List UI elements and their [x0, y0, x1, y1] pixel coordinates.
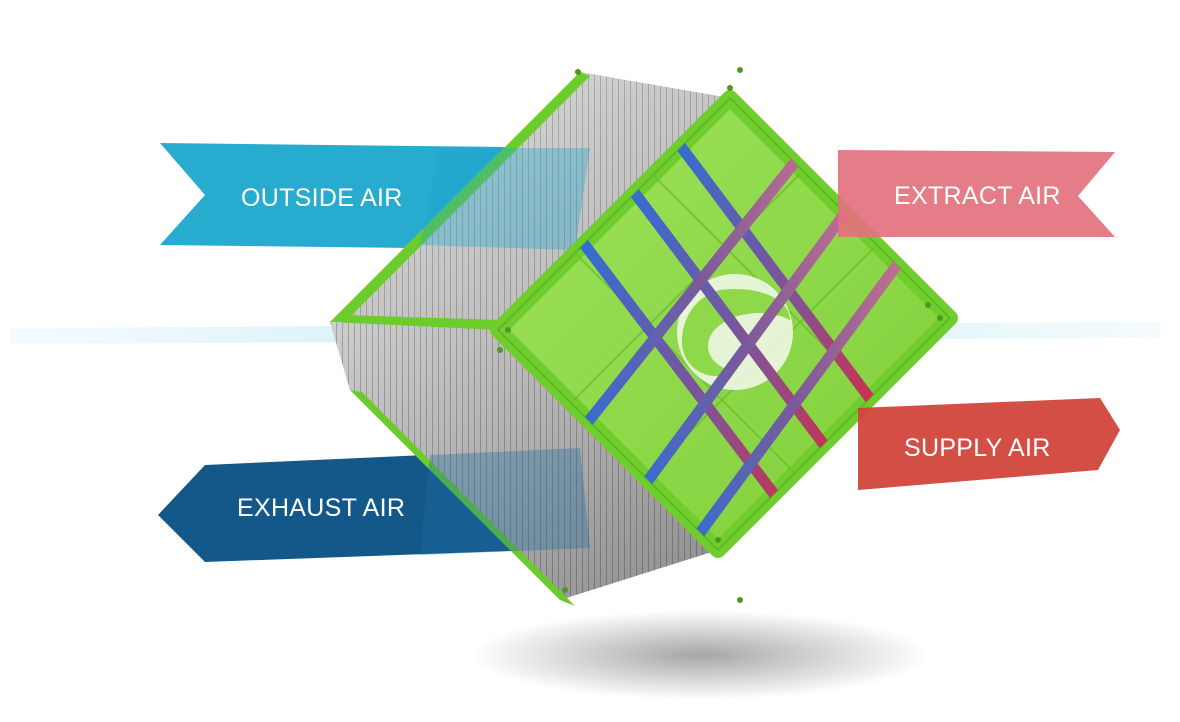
floor-shadow: [470, 610, 930, 700]
frame-bolts: [497, 67, 943, 603]
extract-air-ribbon: EXTRACT AIR: [838, 150, 1115, 237]
supply-air-label: SUPPLY AIR: [904, 434, 1051, 462]
supply-air-ribbon: SUPPLY AIR: [858, 398, 1120, 490]
heat-transfer-stripes: [567, 124, 913, 550]
extract-air-label: EXTRACT AIR: [894, 182, 1061, 210]
outside-air-label: OUTSIDE AIR: [241, 184, 403, 212]
exhaust-air-label: EXHAUST AIR: [237, 494, 405, 522]
